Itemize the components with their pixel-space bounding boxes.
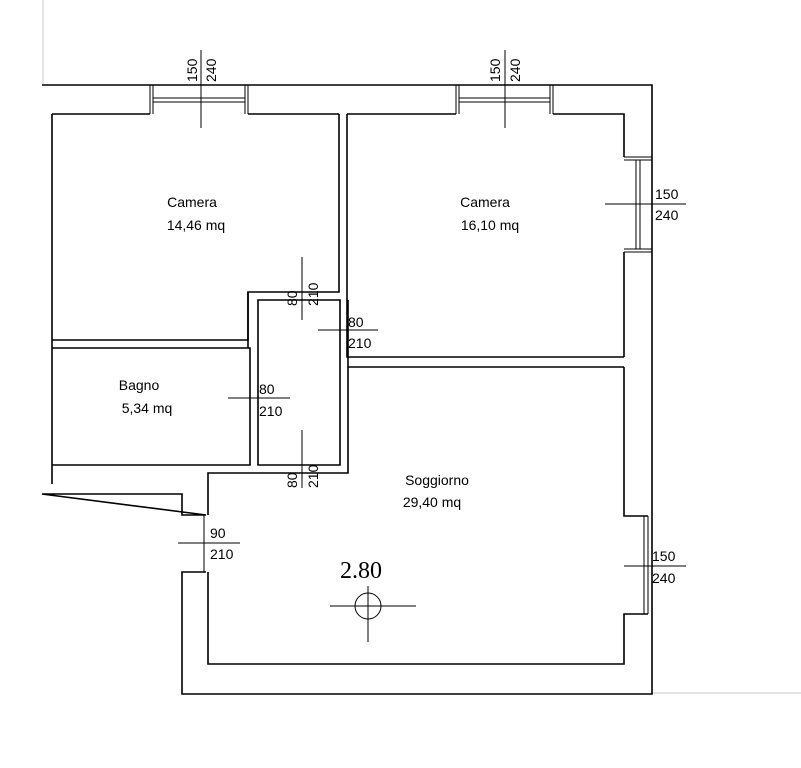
window-right-lower [624,516,686,614]
door-camera-left-height: 210 [305,282,321,306]
window-top-left [149,50,249,128]
door-soggiorno-width: 80 [284,472,300,488]
room-camera-left-area: 14,46 mq [167,217,225,233]
room-camera-right-area: 16,10 mq [461,217,519,233]
window-top-left-height: 240 [203,58,219,82]
window-right-upper-height: 240 [655,207,679,223]
room-bagno-area: 5,34 mq [122,400,173,416]
ceiling-height-symbol [330,586,416,642]
room-bagno-name: Bagno [119,377,160,393]
door-camera-right-height: 210 [348,335,372,351]
room-camera-right-name: Camera [460,194,510,210]
door-camera-left-width: 80 [284,290,300,306]
door-camera-right-width: 80 [348,314,364,330]
room-camera-left-name: Camera [167,194,217,210]
window-top-left-width: 150 [184,58,200,82]
window-right-lower-width: 150 [652,548,676,564]
room-soggiorno-area: 29,40 mq [403,494,461,510]
ceiling-height-label: 2.80 [340,558,382,584]
door-entrance-height: 210 [210,546,234,562]
door-entrance-width: 90 [210,525,226,541]
window-top-right [455,50,554,128]
window-top-right-height: 240 [507,58,523,82]
window-right-lower-height: 240 [652,570,676,586]
door-entrance [178,515,240,572]
window-right-upper [605,156,686,253]
window-top-right-width: 150 [487,58,503,82]
door-bagno-height: 210 [259,403,283,419]
outer-wall-inner [51,113,648,665]
window-right-upper-width: 150 [655,186,679,202]
door-bagno-width: 80 [259,381,275,397]
interior-walls [52,114,624,466]
room-soggiorno-name: Soggiorno [405,472,469,488]
door-soggiorno-height: 210 [305,464,321,488]
